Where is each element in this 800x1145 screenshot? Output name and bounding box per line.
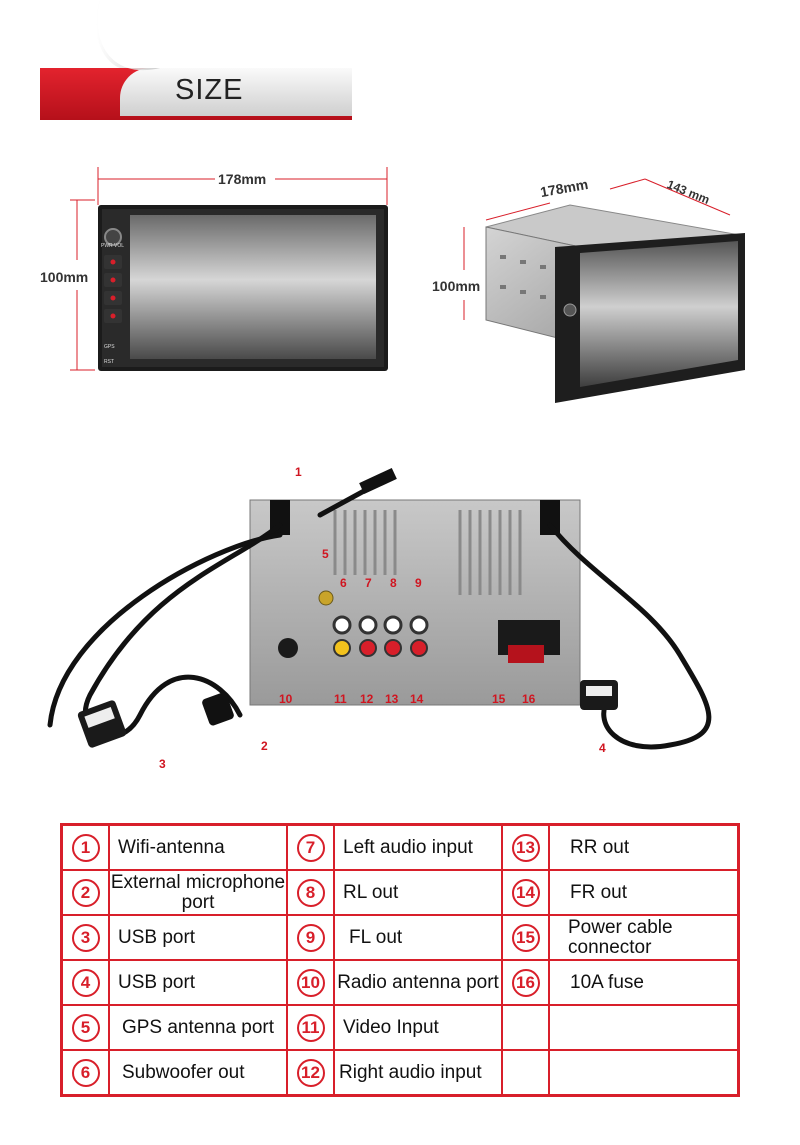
- callout-15: 15: [492, 692, 506, 706]
- empty-cell: [548, 1004, 739, 1051]
- callout-4: 4: [599, 741, 606, 755]
- legend-label: GPS antenna port: [121, 1016, 275, 1038]
- legend-num: 11: [296, 1013, 325, 1042]
- legend-num: 5: [71, 1013, 100, 1042]
- front-height-label: 100mm: [40, 269, 89, 285]
- legend-num: 10: [296, 968, 325, 997]
- back-panel-diagram: [47, 467, 712, 750]
- gps-label: GPS: [104, 344, 115, 350]
- callout-8: 8: [390, 576, 397, 590]
- legend-label: RL out: [343, 881, 399, 903]
- callout-6: 6: [340, 576, 347, 590]
- callout-2: 2: [261, 739, 268, 753]
- legend-num: 15: [511, 923, 540, 952]
- legend-label: Power cable connector: [568, 916, 673, 958]
- legend-label: 10A fuse: [570, 971, 644, 993]
- legend-num: 4: [71, 968, 100, 997]
- callout-5: 5: [322, 547, 329, 561]
- legend-label: USB port: [118, 926, 196, 948]
- banner-title: SIZE: [175, 74, 244, 106]
- rst-label: RST: [104, 359, 114, 365]
- legend-label: FR out: [570, 881, 628, 903]
- legend-label: Wifi-antenna: [118, 836, 225, 858]
- callout-9: 9: [415, 576, 422, 590]
- callout-16: 16: [522, 692, 536, 706]
- empty-cell: [501, 1004, 550, 1051]
- front-width-label: 178mm: [218, 171, 267, 187]
- side-view-diagram: [463, 178, 745, 403]
- pwr-vol-label: PWR VOL: [101, 243, 125, 249]
- callout-7: 7: [365, 576, 372, 590]
- legend-label: Left audio input: [343, 836, 473, 858]
- callout-11: 11: [334, 692, 347, 706]
- legend-num: 9: [296, 923, 325, 952]
- side-height-label: 100mm: [432, 278, 481, 294]
- banner-curl: [96, 0, 160, 71]
- legend-label: Subwoofer out: [122, 1061, 245, 1083]
- legend-label: FL out: [349, 926, 403, 948]
- legend-num: 14: [511, 878, 540, 907]
- empty-cell: [548, 1049, 739, 1096]
- legend-label: Right audio input: [339, 1061, 482, 1083]
- callout-14: 14: [410, 692, 424, 706]
- legend-num: 1: [71, 833, 100, 862]
- legend-num: 7: [296, 833, 325, 862]
- empty-cell: [501, 1049, 550, 1096]
- legend-label: USB port: [118, 971, 196, 993]
- callout-10: 10: [279, 692, 293, 706]
- legend-label: Video Input: [343, 1016, 439, 1038]
- legend-num: 16: [511, 968, 540, 997]
- legend-num: 6: [71, 1058, 100, 1087]
- legend-table: 1 Wifi-antenna 7 Left audio input 13 RR …: [60, 823, 740, 1097]
- legend-num: 2: [71, 878, 100, 907]
- legend-num: 8: [296, 878, 325, 907]
- legend-num: 3: [71, 923, 100, 952]
- legend-num-cell: 1: [61, 824, 110, 871]
- front-view-diagram: [70, 167, 388, 371]
- legend-num: 12: [296, 1058, 325, 1087]
- callout-13: 13: [385, 692, 399, 706]
- legend-num: 13: [511, 833, 540, 862]
- callout-3: 3: [159, 757, 166, 771]
- callout-12: 12: [360, 692, 374, 706]
- legend-label: Radio antenna port: [337, 971, 499, 993]
- callout-1: 1: [295, 465, 302, 479]
- banner-grey-tab: [120, 68, 352, 116]
- legend-label: RR out: [570, 836, 630, 858]
- legend-label: External microphone port: [110, 871, 286, 913]
